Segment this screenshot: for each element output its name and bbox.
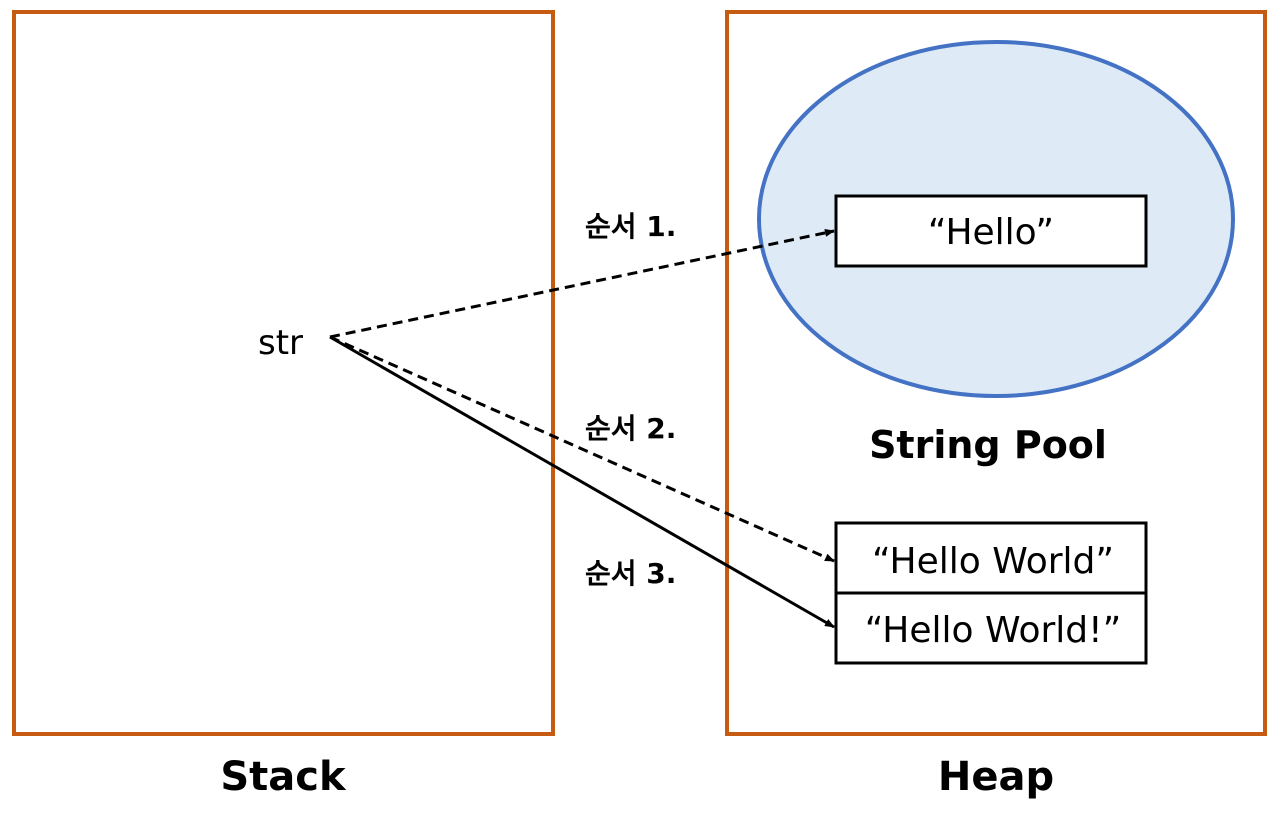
heap-region xyxy=(725,10,1267,736)
step-label-3: 순서 3. xyxy=(585,557,676,590)
string-pool-title: String Pool xyxy=(869,423,1107,467)
reference-arrow-step-1 xyxy=(329,228,835,339)
pool-string-text: “Hello” xyxy=(928,212,1054,253)
reference-arrow-step-2 xyxy=(329,335,835,563)
stack-region xyxy=(12,10,555,736)
stack-title: Stack xyxy=(220,754,347,800)
heap-title: Heap xyxy=(938,754,1054,800)
step-label-2: 순서 2. xyxy=(585,412,676,445)
heap-string-box-2 xyxy=(834,591,1148,665)
heap-string-text-2: “Hello World!” xyxy=(865,610,1121,651)
step-label-1: 순서 1. xyxy=(585,210,676,243)
pool-string-box xyxy=(834,194,1148,268)
stack-variable-label: str xyxy=(258,323,303,363)
heap-string-text-1: “Hello World” xyxy=(872,541,1114,582)
reference-arrow-step-3 xyxy=(329,335,835,629)
